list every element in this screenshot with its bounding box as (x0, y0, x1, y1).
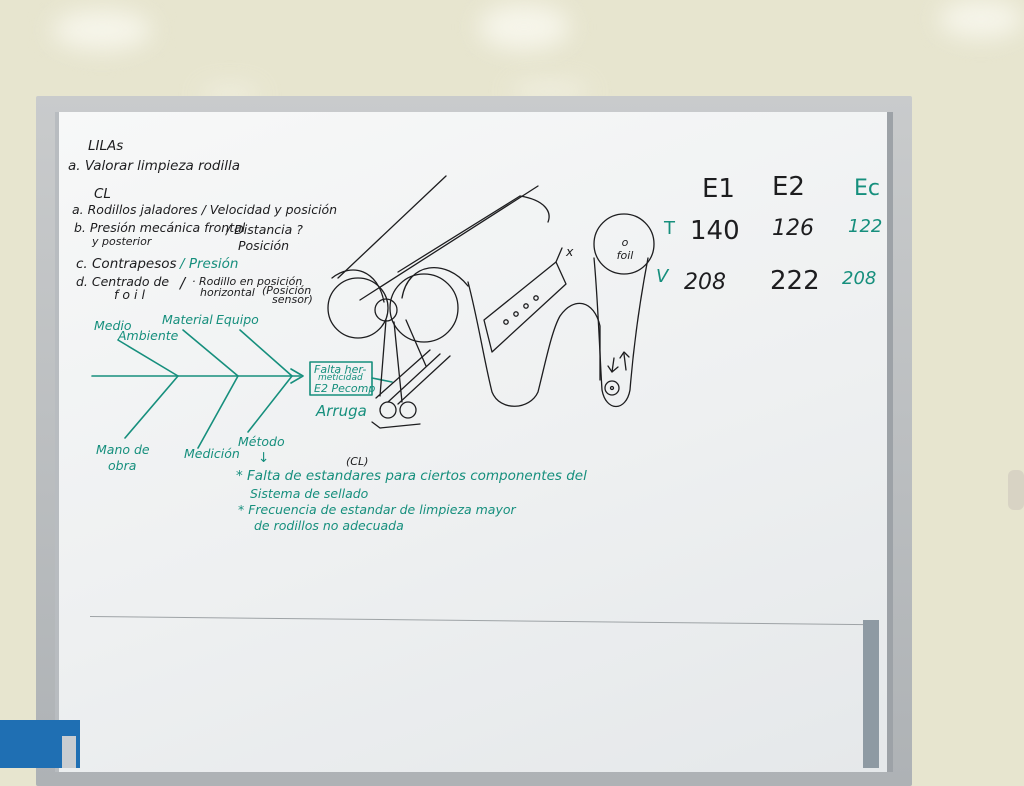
cause-ambiente: Ambiente (118, 328, 179, 343)
guide-line (405, 319, 427, 367)
fishbone-diagram (91, 329, 393, 449)
web-curve (519, 195, 550, 223)
web-line (337, 175, 447, 279)
bone-mano-de-obra (124, 375, 179, 439)
cl-item-b-distancia: / Distancia ? (226, 222, 303, 237)
x-lead (555, 247, 563, 263)
cause-mano-de: Mano de (96, 442, 150, 457)
cl-item-c-contrapesos: c. Contrapesos (76, 256, 177, 272)
effect-line1: Falta her- (314, 363, 367, 376)
bone-equipo (239, 329, 293, 377)
chair-leg (62, 736, 76, 768)
ceiling-light-left (52, 10, 152, 50)
cl-item-d-horizontal: horizontal (200, 286, 255, 299)
cl-item-b-line2: y posterior (92, 235, 152, 248)
roller-right (389, 273, 459, 343)
row-t-label: T (664, 218, 675, 239)
guide-line (397, 355, 451, 405)
guide-line (375, 349, 431, 399)
web-line (397, 195, 521, 273)
row-v-label: V (656, 266, 669, 287)
row-t-e1: 140 (690, 216, 740, 246)
foil-belt (593, 257, 649, 407)
cl-item-d-rodillo: · Rodillo en posición (192, 275, 303, 288)
guide-line (379, 319, 387, 397)
nip-bracket (371, 421, 421, 429)
foil-roll (593, 213, 655, 275)
row-v-e1: 208 (684, 270, 726, 295)
bone-metodo (247, 375, 293, 433)
cause-detail-1-line2: Sistema de sellado (250, 486, 369, 501)
wall-glare (510, 82, 590, 100)
row-t-ec: 122 (848, 216, 883, 237)
bone-medio-ambiente (117, 339, 179, 377)
row-t-e2: 126 (772, 216, 814, 241)
sealing-machine-diagram (327, 175, 655, 429)
ceiling-light-right (938, 0, 1024, 38)
cl-item-a: a. Rodillos jaladores / Velocidad y posi… (72, 202, 338, 217)
cause-detail-2-line2: de rodillos no adecuada (254, 518, 404, 533)
title-lilas: LILAs (88, 138, 124, 154)
item-a-valorar: a. Valorar limpieza rodilla (68, 158, 241, 174)
cause-metodo: Método (238, 434, 285, 449)
cause-detail-1-line1: * Falta de estandares para ciertos compo… (236, 468, 587, 484)
cl-item-d-foil: foil (114, 287, 149, 302)
nip-roller (379, 401, 397, 419)
web-line (359, 185, 539, 301)
guide-line (393, 321, 403, 403)
fishbone-arrowhead (290, 368, 304, 384)
tension-arrow-up (623, 353, 627, 371)
cl-item-d-centrado: d. Centrado de (76, 274, 170, 289)
cause-detail-2-line1: * Frecuencia de estandar de limpieza may… (238, 502, 516, 517)
tension-roller (604, 380, 620, 396)
cl-item-d-posicion: (Posición (262, 284, 312, 297)
marker-sketches (91, 175, 655, 449)
metodo-arrow: ↓ (258, 450, 270, 466)
cl-item-d-slash: / (180, 274, 186, 292)
web-arc (401, 267, 469, 299)
cl-tag: (CL) (346, 455, 369, 468)
table-header-ec: Ec (854, 176, 880, 201)
cl-item-d-sensor: sensor) (272, 293, 313, 306)
cause-medio: Medio (94, 318, 132, 333)
cl-item-b-line1: b. Presión mecánica frontal (74, 220, 246, 235)
bone-material (182, 329, 239, 377)
row-v-ec: 208 (842, 268, 877, 289)
row-v-e2: 222 (770, 266, 820, 296)
box-arrow (371, 377, 393, 383)
table-header-e2: E2 (772, 172, 805, 202)
nip-roller (399, 401, 417, 419)
cl-item-b-posicion: Posición (238, 238, 290, 253)
bone-medicion (197, 375, 239, 449)
cl-item-c-presion: / Presión (180, 256, 239, 272)
roller-left (327, 277, 389, 339)
whiteboard-surface (55, 112, 893, 772)
whiteboard-stand-post (863, 620, 879, 768)
x-mark: x (566, 244, 574, 259)
cause-medicion: Medición (184, 446, 240, 461)
tension-arrow-down (611, 357, 615, 373)
tilted-panel (483, 261, 567, 353)
effect-line2: meticidad (318, 373, 363, 383)
ceiling-light-center (478, 4, 570, 50)
web-arc (331, 269, 385, 303)
guide-line (387, 353, 441, 403)
cause-material: Material (162, 312, 213, 327)
table-header-e1: E1 (702, 174, 735, 204)
cause-obra: obra (108, 458, 137, 473)
effect-arruga: Arruga (316, 402, 367, 420)
edge-object (1008, 470, 1024, 510)
belt-path (467, 281, 601, 407)
effect-line3: E2 Pecomp (314, 382, 376, 395)
cause-equipo: Equipo (216, 312, 259, 327)
cl-heading: CL (94, 186, 111, 202)
foil-label: o foil (616, 236, 634, 263)
